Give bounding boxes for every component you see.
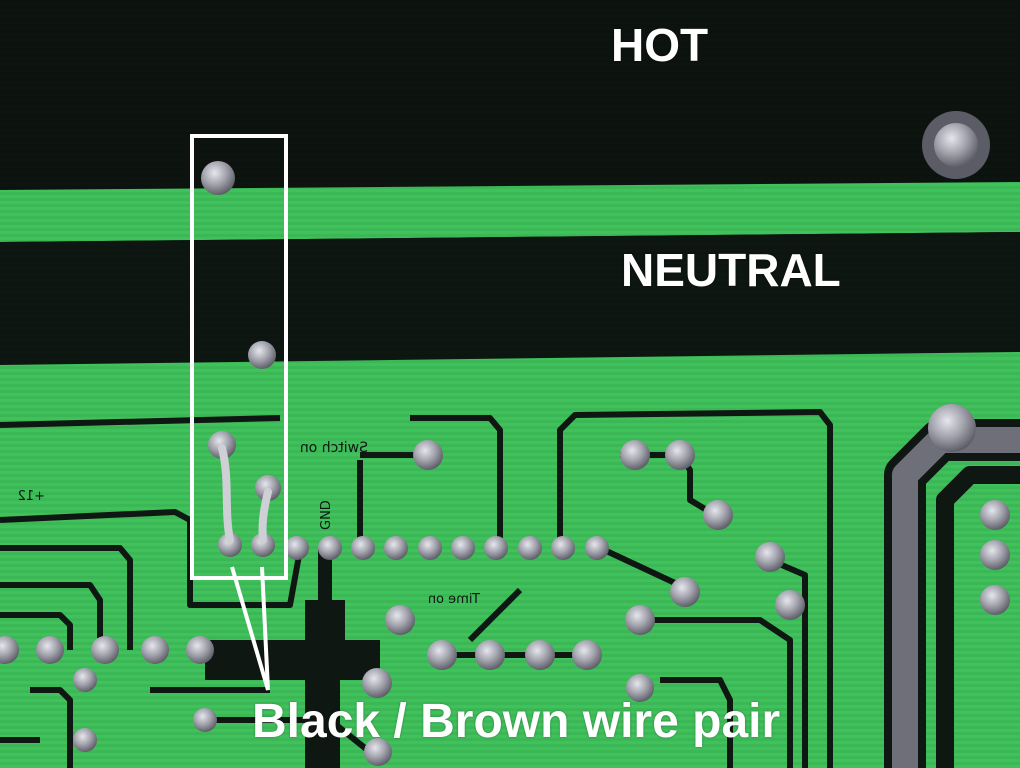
header-pin xyxy=(585,536,609,560)
solder-joint xyxy=(703,500,733,530)
silkscreen-switch-on: Switch on xyxy=(300,440,368,456)
solder-joint xyxy=(525,640,555,670)
mounting-screw-lower xyxy=(928,404,976,452)
solder-joint xyxy=(385,605,415,635)
solder-joint xyxy=(475,640,505,670)
solder-joint xyxy=(626,674,654,702)
solder-joint xyxy=(0,636,19,664)
solder-joint xyxy=(980,500,1010,530)
silkscreen-plus12: +12 xyxy=(18,489,45,504)
header-pin xyxy=(351,536,375,560)
solder-joints xyxy=(0,111,1010,766)
solder-joint xyxy=(572,640,602,670)
header-pin xyxy=(418,536,442,560)
right-wide-track xyxy=(884,419,1020,768)
neutral-label: NEUTRAL xyxy=(621,244,841,296)
solder-joint xyxy=(362,668,392,698)
header-pin xyxy=(484,536,508,560)
solder-joint xyxy=(755,542,785,572)
solder-joint xyxy=(980,585,1010,615)
header-pin xyxy=(518,536,542,560)
solder-joint xyxy=(201,161,235,195)
solder-joint xyxy=(364,738,392,766)
solder-joint xyxy=(620,440,650,470)
wire-pad-black xyxy=(218,533,242,557)
solder-joint xyxy=(36,636,64,664)
mounting-screw-hot-head xyxy=(934,123,978,167)
header-pin xyxy=(451,536,475,560)
wire-pad-brown xyxy=(251,533,275,557)
solder-joint xyxy=(91,636,119,664)
wire-pair-highlight-box xyxy=(190,134,288,580)
header-pin xyxy=(285,536,309,560)
header-pin xyxy=(318,536,342,560)
solder-joint xyxy=(186,636,214,664)
solder-joint xyxy=(193,708,217,732)
hot-label: HOT xyxy=(611,19,709,71)
silkscreen-time-on: Time on xyxy=(428,592,481,607)
solder-joint xyxy=(427,640,457,670)
caption-pointer xyxy=(230,566,270,691)
solder-joint xyxy=(413,440,443,470)
wire-pair-caption: Black / Brown wire pair xyxy=(252,695,781,748)
header-pin xyxy=(384,536,408,560)
header-pin xyxy=(551,536,575,560)
solder-joint xyxy=(141,636,169,664)
solder-joint xyxy=(625,605,655,635)
wire-pair-leads xyxy=(218,444,272,544)
solder-joint xyxy=(980,540,1010,570)
solder-joint xyxy=(73,728,97,752)
solder-joint xyxy=(665,440,695,470)
solder-joint xyxy=(73,668,97,692)
solder-joint xyxy=(248,341,276,369)
silkscreen-gnd: GND xyxy=(319,500,334,530)
gnd-trace xyxy=(205,548,380,768)
solder-joint xyxy=(775,590,805,620)
solder-joint xyxy=(670,577,700,607)
